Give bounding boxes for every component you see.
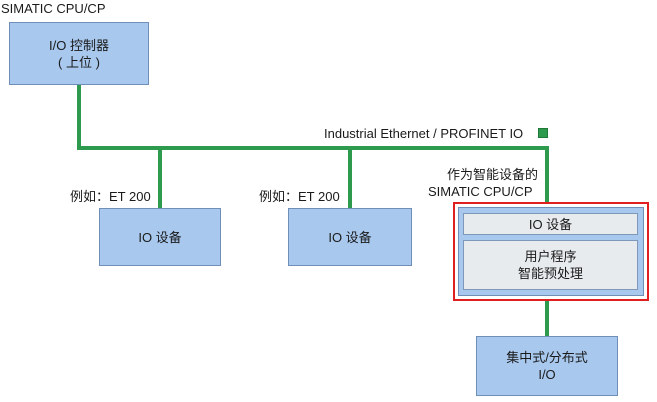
device-1-example: 例如：ET 200 xyxy=(70,189,151,204)
smart-device-highlight xyxy=(453,202,649,301)
smart-device-io-section: IO 设备 xyxy=(463,213,638,235)
io-controller-subtitle: ( 上位 ) xyxy=(58,54,100,70)
smart-device-program-line1: 用户程序 xyxy=(524,249,577,264)
io-drop-line xyxy=(545,301,549,336)
smart-device-program-section: 用户程序 智能预处理 xyxy=(463,240,638,290)
ethernet-bus-line xyxy=(77,146,549,150)
device-1-drop-line xyxy=(158,146,162,208)
smart-device-caption-1: 作为智能设备的 xyxy=(447,167,539,182)
network-legend-square xyxy=(538,128,548,138)
top-cpu-label: SIMATIC CPU/CP xyxy=(1,1,106,16)
smart-device-caption-2: SIMATIC CPU/CP xyxy=(428,184,533,199)
device-2-label: IO 设备 xyxy=(328,229,372,245)
smart-device-drop-line xyxy=(545,146,549,203)
smart-device-program-line2: 智能预处理 xyxy=(517,266,583,281)
device-1-label: IO 设备 xyxy=(138,229,182,245)
io-controller-title: I/O 控制器 xyxy=(49,37,109,53)
controller-drop-line xyxy=(77,85,81,149)
device-2-drop-line xyxy=(348,146,352,208)
device-2-box: IO 设备 xyxy=(288,208,412,266)
central-distributed-io-box: 集中式/分布式 I/O xyxy=(476,336,618,396)
device-2-example: 例如：ET 200 xyxy=(259,189,340,204)
central-distributed-io-line2: I/O xyxy=(538,367,556,382)
io-controller-box: I/O 控制器 ( 上位 ) xyxy=(9,22,149,85)
network-label: Industrial Ethernet / PROFINET IO xyxy=(324,126,524,141)
device-1-box: IO 设备 xyxy=(99,208,221,266)
smart-device-io-label: IO 设备 xyxy=(528,216,573,232)
central-distributed-io-line1: 集中式/分布式 xyxy=(506,350,588,365)
